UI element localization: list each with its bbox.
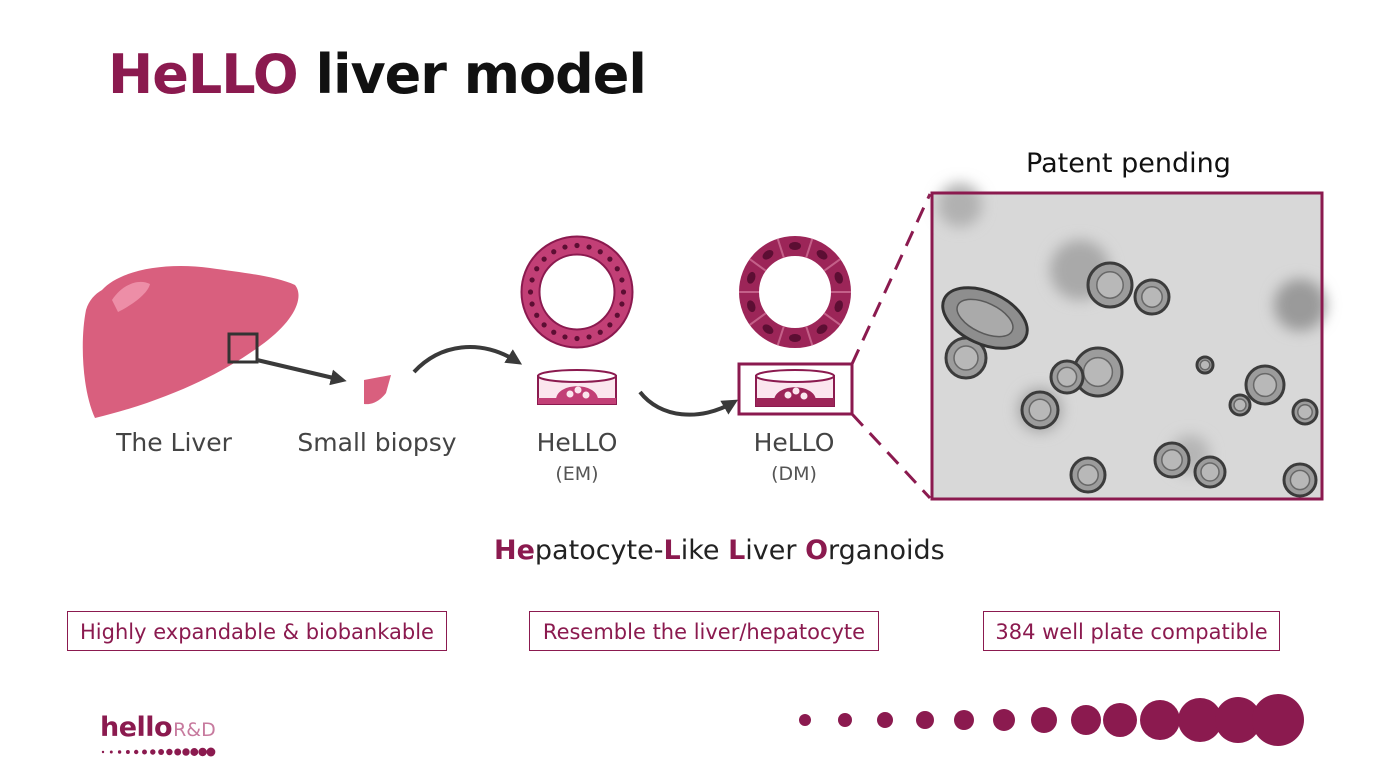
liver-label: The Liver <box>116 428 232 457</box>
tagline: Hepatocyte-Like Liver Organoids <box>494 535 945 566</box>
liver-illustration <box>82 266 299 418</box>
feature-box-expandable: Highly expandable & biobankable <box>67 611 447 651</box>
em-culture-dish <box>537 369 617 405</box>
page-title: HeLLO liver model <box>108 38 647 112</box>
logo-name: hello <box>100 712 173 743</box>
title-rest: liver model <box>315 43 646 106</box>
microscopy-image <box>930 183 1326 501</box>
dm-label: HeLLO <box>753 428 835 457</box>
dm-organoid-ring <box>739 236 851 348</box>
em-label: HeLLO <box>536 428 618 457</box>
decorative-dots <box>799 694 1304 746</box>
em-sublabel: (EM) <box>555 463 599 485</box>
dm-sublabel: (DM) <box>771 463 817 485</box>
liver-to-biopsy-arrow <box>256 358 347 386</box>
feature-box-resemble: Resemble the liver/hepatocyte <box>529 611 879 651</box>
zoom-line-top <box>850 193 932 365</box>
feature-box-384-well: 384 well plate compatible <box>983 611 1280 651</box>
em-organoid-ring <box>520 235 634 349</box>
patent-pending-label: Patent pending <box>1026 148 1231 179</box>
biopsy-to-em-arrow <box>412 345 523 374</box>
biopsy-label: Small biopsy <box>297 428 457 457</box>
zoom-line-bottom <box>850 412 932 500</box>
title-highlight: HeLLO <box>108 43 299 106</box>
em-to-dm-arrow <box>638 390 739 417</box>
dm-culture-dish <box>737 362 854 416</box>
hello-rd-logo: helloR&D <box>100 712 216 743</box>
logo-suffix: R&D <box>173 719 216 741</box>
biopsy-piece <box>364 375 391 405</box>
logo-dots <box>101 747 216 757</box>
